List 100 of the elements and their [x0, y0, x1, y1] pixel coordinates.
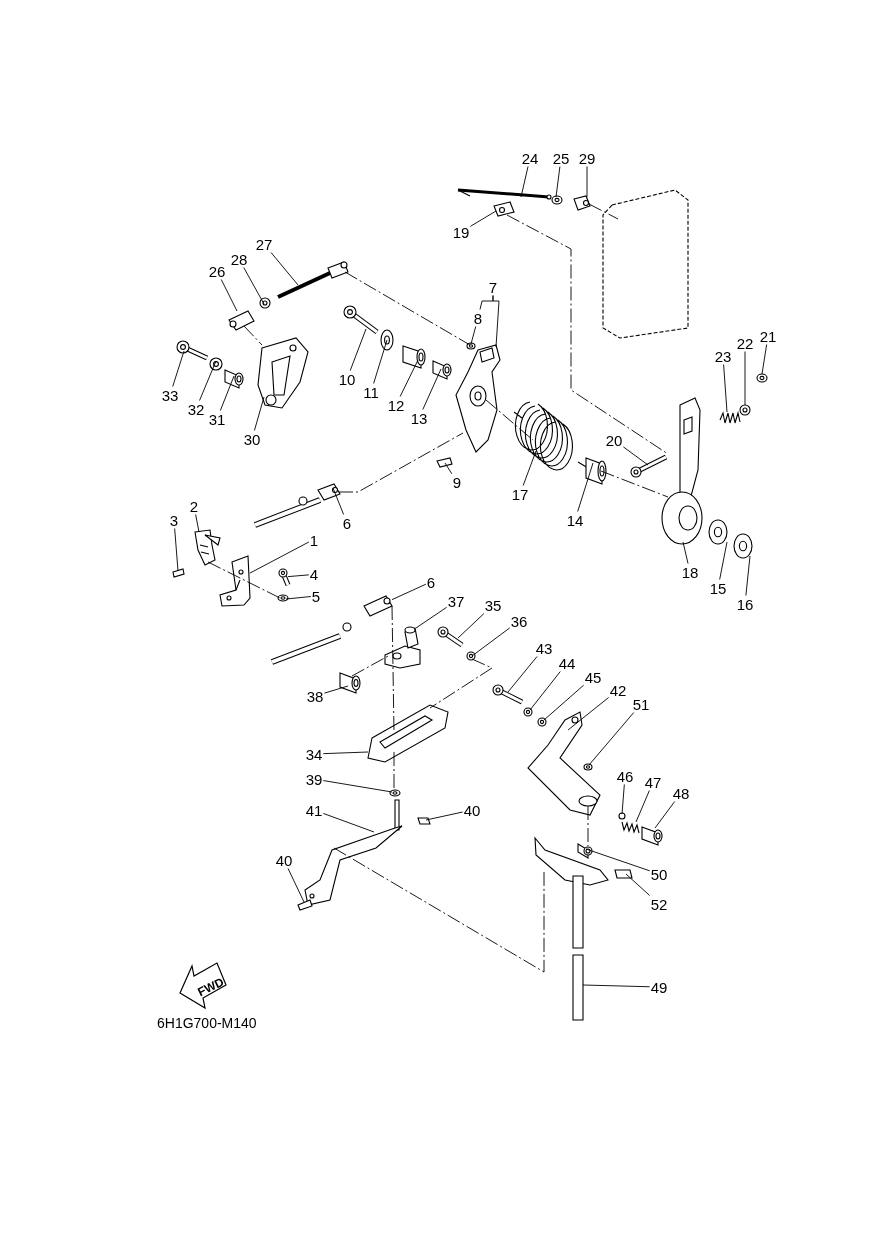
- leader-line: [457, 613, 485, 639]
- leader-line: [744, 351, 746, 406]
- plug-drawing: [641, 826, 663, 846]
- leader-line: [425, 811, 464, 821]
- callout-number: 6: [425, 573, 437, 591]
- leader-line: [287, 868, 305, 903]
- leader-line: [682, 541, 689, 564]
- leader-line: [422, 368, 442, 410]
- bolt-drawing: [278, 568, 291, 586]
- assembly-line: [588, 203, 619, 220]
- rod-drawing: [277, 261, 349, 299]
- collar-drawing: [432, 360, 452, 380]
- callout-number: 20: [604, 431, 624, 449]
- leader-line: [415, 606, 448, 629]
- pin-drawing: [172, 568, 185, 578]
- leader-line: [287, 574, 310, 578]
- leader-line: [621, 784, 625, 815]
- nut-drawing: [551, 195, 563, 205]
- leader-line: [625, 873, 651, 896]
- leader-line: [195, 514, 200, 533]
- callout-number: 44: [557, 654, 577, 672]
- lever-drawing: [367, 704, 449, 763]
- callout-number: 45: [583, 668, 603, 686]
- callout-number: 17: [510, 485, 530, 503]
- callout-number: 42: [608, 681, 628, 699]
- leader-line: [529, 671, 561, 711]
- callout-number: 47: [643, 773, 663, 791]
- callout-number: 38: [305, 687, 325, 705]
- clip-drawing: [417, 817, 431, 825]
- callout-number: 12: [386, 396, 406, 414]
- callout-number: 19: [451, 223, 471, 241]
- assembly-line: [506, 214, 669, 455]
- leader-line: [220, 279, 238, 312]
- leader-line: [520, 166, 529, 198]
- leader-line: [270, 252, 299, 286]
- joint-drawing: [363, 595, 393, 617]
- leader-line: [254, 396, 265, 431]
- leader-line: [761, 344, 768, 375]
- bolt-drawing: [630, 454, 668, 478]
- assembly-line: [391, 605, 395, 733]
- ball-drawing: [618, 812, 626, 820]
- leader-line: [567, 697, 610, 731]
- washer-drawing: [277, 594, 289, 602]
- callout-number: 16: [735, 595, 755, 613]
- pin-and-joint-drawing: [384, 626, 421, 669]
- leader-line: [585, 848, 651, 872]
- callout-number: 48: [671, 784, 691, 802]
- leader-line: [399, 359, 419, 397]
- callout-number: 1: [308, 531, 320, 549]
- washer-drawing: [583, 763, 593, 771]
- leader-line: [172, 350, 185, 387]
- callout-number: 39: [304, 770, 324, 788]
- bolt-drawing: [176, 340, 209, 361]
- nut-drawing: [259, 297, 271, 309]
- callout-number: 51: [631, 695, 651, 713]
- callout-number: 46: [615, 767, 635, 785]
- callout-number: 35: [483, 596, 503, 614]
- clip-drawing: [297, 899, 313, 911]
- joint-drawing: [493, 201, 515, 217]
- bolt-drawing: [492, 684, 524, 705]
- callout-number: 30: [242, 430, 262, 448]
- spring-drawing: [719, 410, 741, 424]
- leader-line: [322, 812, 375, 833]
- joint-drawing: [317, 483, 341, 501]
- lever-drawing: [661, 397, 703, 545]
- washer-drawing: [708, 519, 728, 545]
- shift-rod-drawing: [534, 836, 609, 1021]
- callout-number: 49: [649, 978, 669, 996]
- callout-number: 11: [362, 383, 380, 401]
- bracket-drawing: [257, 337, 309, 409]
- callout-number: 2: [188, 497, 200, 515]
- callout-number: 34: [304, 745, 324, 763]
- leader-line: [622, 446, 649, 466]
- leader-line: [444, 462, 453, 475]
- leader-line: [469, 210, 497, 227]
- bolt-drawing: [437, 626, 464, 648]
- callout-number: 8: [472, 309, 484, 327]
- drawing-code: 6H1G700-M140: [157, 1016, 257, 1030]
- assembly-line: [587, 805, 589, 847]
- clip-drawing: [614, 869, 633, 879]
- spring-drawing: [621, 821, 640, 834]
- callout-number: 28: [229, 250, 249, 268]
- washer-drawing: [380, 329, 394, 351]
- callout-number: 14: [565, 511, 585, 529]
- nut-drawing: [739, 404, 751, 416]
- callout-number: 10: [337, 370, 357, 388]
- leader-line: [577, 462, 594, 512]
- assembly-line: [243, 325, 263, 346]
- assembly-line: [600, 470, 669, 498]
- leader-line: [479, 295, 494, 310]
- callout-number: 15: [708, 579, 728, 597]
- leader-line: [391, 583, 427, 601]
- housing-outline-drawing: [602, 189, 689, 339]
- leader-line: [219, 375, 235, 411]
- leader-line: [322, 751, 369, 755]
- callout-number: 9: [451, 473, 463, 491]
- callout-number: 29: [577, 149, 597, 167]
- assembly-line: [338, 432, 464, 493]
- callout-number: 5: [310, 587, 322, 605]
- washer-drawing: [466, 651, 476, 661]
